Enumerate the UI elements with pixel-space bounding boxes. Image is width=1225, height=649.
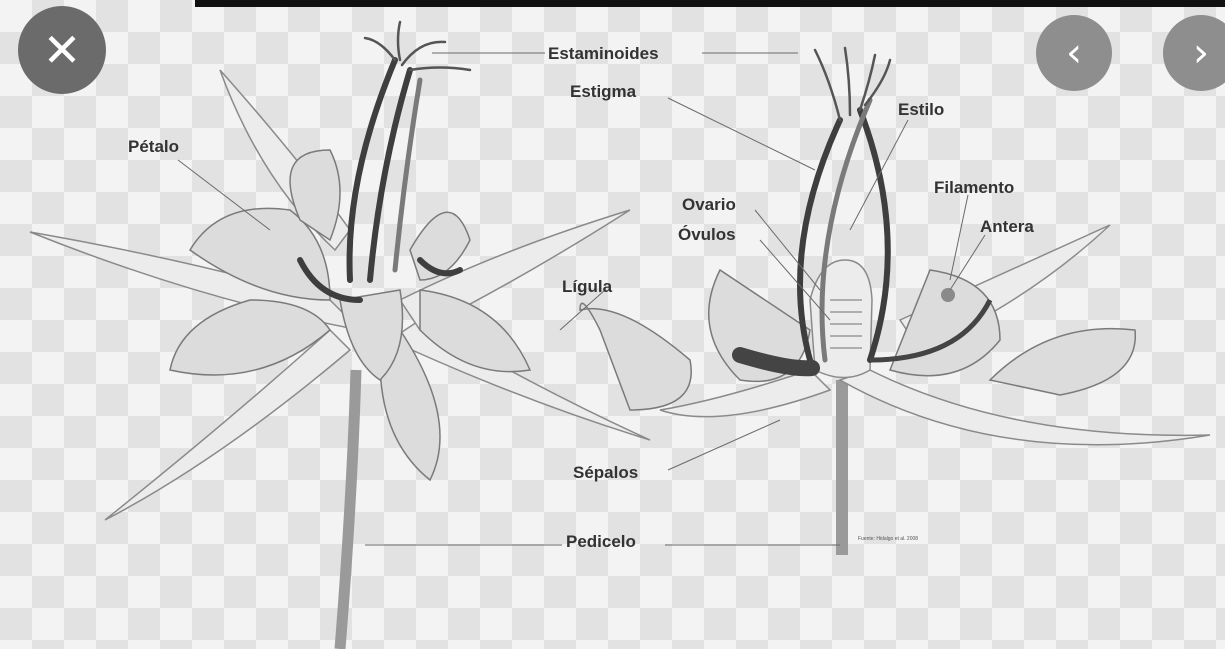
label-antera: Antera [980,217,1034,236]
label-petalo: Pétalo [128,137,179,156]
close-button[interactable]: ✕ [18,6,106,94]
label-pedicelo: Pedicelo [566,532,636,551]
label-filamento: Filamento [934,178,1014,197]
chevron-left-icon: ‹ [1066,30,1082,76]
source-credit: Fuente: Hidalgo et al. 2008 [858,536,918,542]
right-ligula [580,303,691,410]
right-staminode-tip [845,48,850,115]
right-anther-tip [941,288,955,302]
right-staminode-tip [815,50,840,120]
label-ovario: Ovario [682,195,736,214]
label-estaminoides: Estaminoides [548,44,659,63]
left-pedicel [340,370,356,649]
chevron-right-icon: › [1193,30,1209,76]
label-estilo: Estilo [898,100,944,119]
previous-image-button[interactable]: ‹ [1036,15,1112,91]
left-staminode-tip [410,68,470,71]
right-flower [580,48,1210,555]
left-staminode-tip [398,22,400,60]
label-ovulos: Óvulos [678,225,736,244]
label-ligula: Lígula [562,277,613,296]
left-staminode-tip [365,38,395,60]
right-petal [990,329,1135,395]
label-estigma: Estigma [570,82,637,101]
right-ovary [810,260,872,378]
left-flower [30,22,650,649]
label-sepalos: Sépalos [573,463,638,482]
close-icon: ✕ [43,23,82,77]
